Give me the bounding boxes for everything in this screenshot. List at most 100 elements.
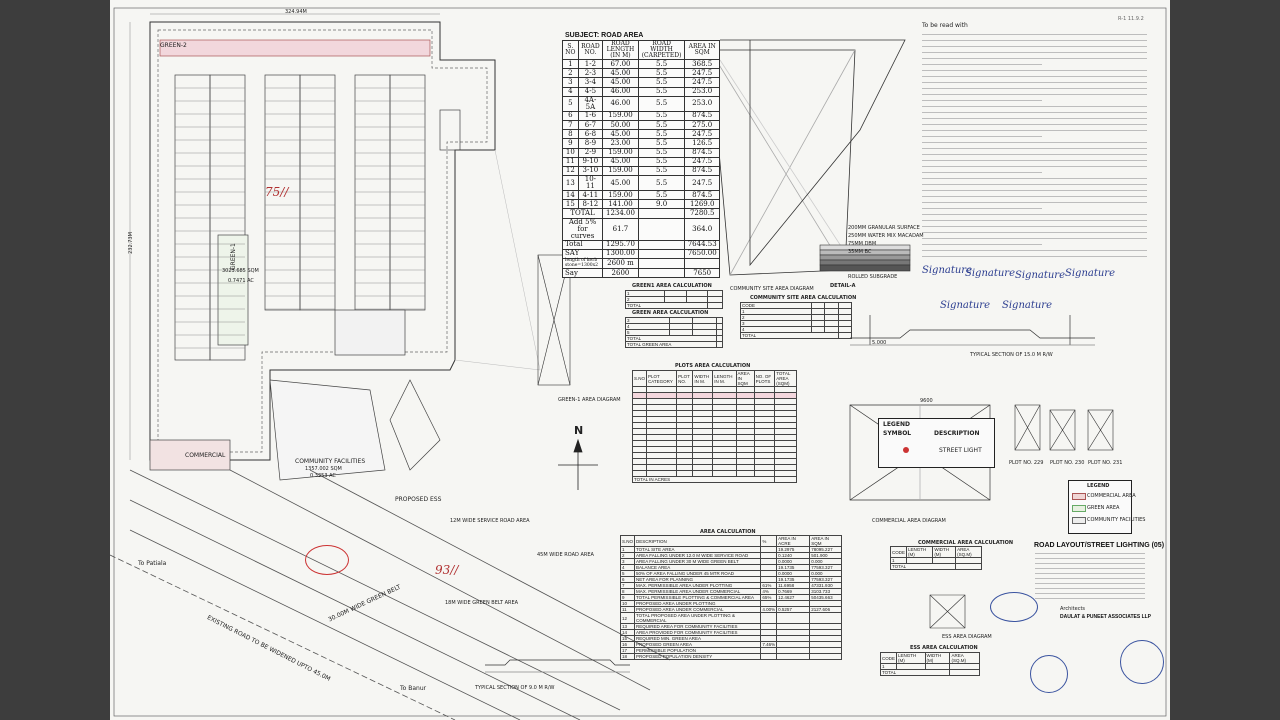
- table-cell: 46.00: [602, 86, 639, 97]
- community-area: 1357.002 SQM: [305, 466, 342, 472]
- plots-header-2: PLOT NO.: [676, 370, 694, 387]
- small-legend-title: LEGEND: [1087, 483, 1110, 489]
- title-line: [1035, 578, 1145, 579]
- title-line: [1035, 598, 1145, 599]
- plots-header-0: S.NO: [631, 370, 648, 387]
- commercial-label: COMMERCIAL: [185, 452, 226, 459]
- signature-3: Signature: [1015, 270, 1066, 281]
- road-kerb-label: length of kerb stone=1300x2: [561, 258, 604, 269]
- layer-bc: 35MM BC: [848, 249, 872, 255]
- table-cell: 6-7: [577, 119, 604, 131]
- note-line: [922, 238, 1147, 239]
- note-line: [922, 88, 1147, 89]
- green-calc-caption: GREEN1 AREA CALCULATION: [632, 283, 712, 289]
- area-header-1: DESCRIPTION: [634, 535, 762, 547]
- total-green-area-label: TOTAL GREEN AREA: [624, 341, 718, 348]
- road-table-header-4: AREA IN SQM: [684, 40, 720, 60]
- note-line: [922, 232, 1147, 233]
- handwritten-75: 75//: [265, 185, 289, 199]
- plots-header-6: NO. OF PLOTS: [753, 370, 776, 387]
- title-line: [1035, 558, 1145, 559]
- note-line: [922, 148, 1147, 149]
- road-curves-length: 61.7: [602, 217, 639, 241]
- to-banur-label: To Banur: [400, 685, 427, 692]
- commercial-calc-caption: COMMERCIAL AREA CALCULATION: [918, 540, 1014, 546]
- road-kerb-value: 2600 m: [602, 258, 639, 269]
- note-line: [922, 202, 1147, 203]
- note-line: [922, 196, 1147, 197]
- table-cell: 4: [562, 86, 579, 97]
- area-calc-caption: AREA CALCULATION: [700, 529, 756, 535]
- note-line: [922, 178, 1147, 179]
- table-cell: 5.5: [637, 119, 686, 131]
- note-line: [922, 34, 1147, 35]
- table-cell: 275.0: [684, 119, 720, 131]
- road-table-caption: SUBJECT: ROAD AREA: [565, 32, 644, 39]
- note-line: [922, 100, 1042, 101]
- table-cell: 4-11: [577, 190, 604, 201]
- table-row: [631, 464, 797, 471]
- table-cell: 10-11: [577, 175, 604, 192]
- dimension-left: 232.73M: [127, 232, 134, 254]
- note-line: [922, 82, 1147, 83]
- table-cell: 3-10: [577, 165, 604, 177]
- note-line: [922, 160, 1147, 161]
- signature-2: Signature: [965, 268, 1016, 279]
- table-cell: 5.5: [637, 77, 686, 88]
- commercial-diagram-label: COMMERCIAL AREA DIAGRAM: [872, 518, 946, 524]
- road-say-length: 1300.00: [602, 248, 639, 260]
- layer-granular: 200MM GRANULAR SURFACE: [848, 225, 920, 231]
- table-cell: 2: [562, 68, 579, 79]
- note-line: [922, 136, 1042, 137]
- table-cell: 12: [562, 165, 579, 177]
- note-line: [922, 112, 1147, 113]
- sheet-title: ROAD LAYOUT/STREET LIGHTING (05): [1034, 542, 1165, 549]
- ess-calc-caption: ESS AREA CALCULATION: [910, 645, 978, 651]
- table-cell: 5.5: [637, 58, 686, 70]
- road-say-label: SAY: [561, 248, 604, 260]
- ess-diagram-label: ESS AREA DIAGRAM: [942, 634, 992, 640]
- title-line: [1035, 573, 1145, 574]
- area-header-2: %: [760, 535, 778, 547]
- table-cell: 3-4: [577, 77, 604, 88]
- plots-header-1: PLOT CATEGORY: [646, 370, 678, 387]
- community-acre: 0.3353 AC: [310, 473, 336, 479]
- table-cell: 247.5: [684, 129, 720, 140]
- area-header-0: S.NO: [619, 535, 636, 547]
- note-line: [922, 208, 1042, 209]
- road-total-length: 1234.00: [602, 208, 639, 219]
- table-cell: 5.5: [637, 86, 686, 97]
- small-legend: LEGEND COMMERCIAL AREA GREEN AREA COMMUN…: [1068, 480, 1145, 534]
- table-cell: 45.00: [602, 175, 639, 192]
- road-table-header-1: ROAD NO.: [577, 40, 604, 60]
- small-legend-item-2: COMMUNITY FACILITIES: [1087, 517, 1146, 523]
- table-cell: 67.00: [602, 58, 639, 70]
- note-line: [922, 76, 1147, 77]
- small-legend-item-0: COMMERCIAL AREA: [1087, 493, 1136, 499]
- plot-231-label: PLOT NO. 231: [1088, 460, 1123, 466]
- layer-wmm: 250MM WATER MIX MACADAM: [848, 233, 924, 239]
- green-calc-table-2: 3 4 5 TOTAL TOTAL GREEN AREA: [624, 317, 723, 348]
- table-cell: 11: [562, 156, 579, 167]
- ess-head-3: AREA (SQ.M): [949, 652, 980, 664]
- plots-header-3: WIDTH IN M.: [692, 370, 714, 387]
- community-calc-caption: COMMUNITY SITE AREA CALCULATION: [750, 295, 857, 301]
- table-cell: 14: [562, 190, 579, 201]
- note-line: [922, 118, 1147, 119]
- table-cell: 23.00: [602, 138, 639, 149]
- legend-box: LEGEND SYMBOL DESCRIPTION STREET LIGHT: [878, 418, 995, 468]
- table-cell: 247.5: [684, 175, 720, 192]
- north-label: N: [574, 424, 584, 437]
- table-cell: 5.5: [637, 138, 686, 149]
- table-cell: 10: [562, 147, 579, 158]
- commercial-head-1: LENGTH (M): [906, 546, 934, 558]
- title-line: [1035, 568, 1145, 569]
- table-cell: 5.5: [637, 175, 686, 192]
